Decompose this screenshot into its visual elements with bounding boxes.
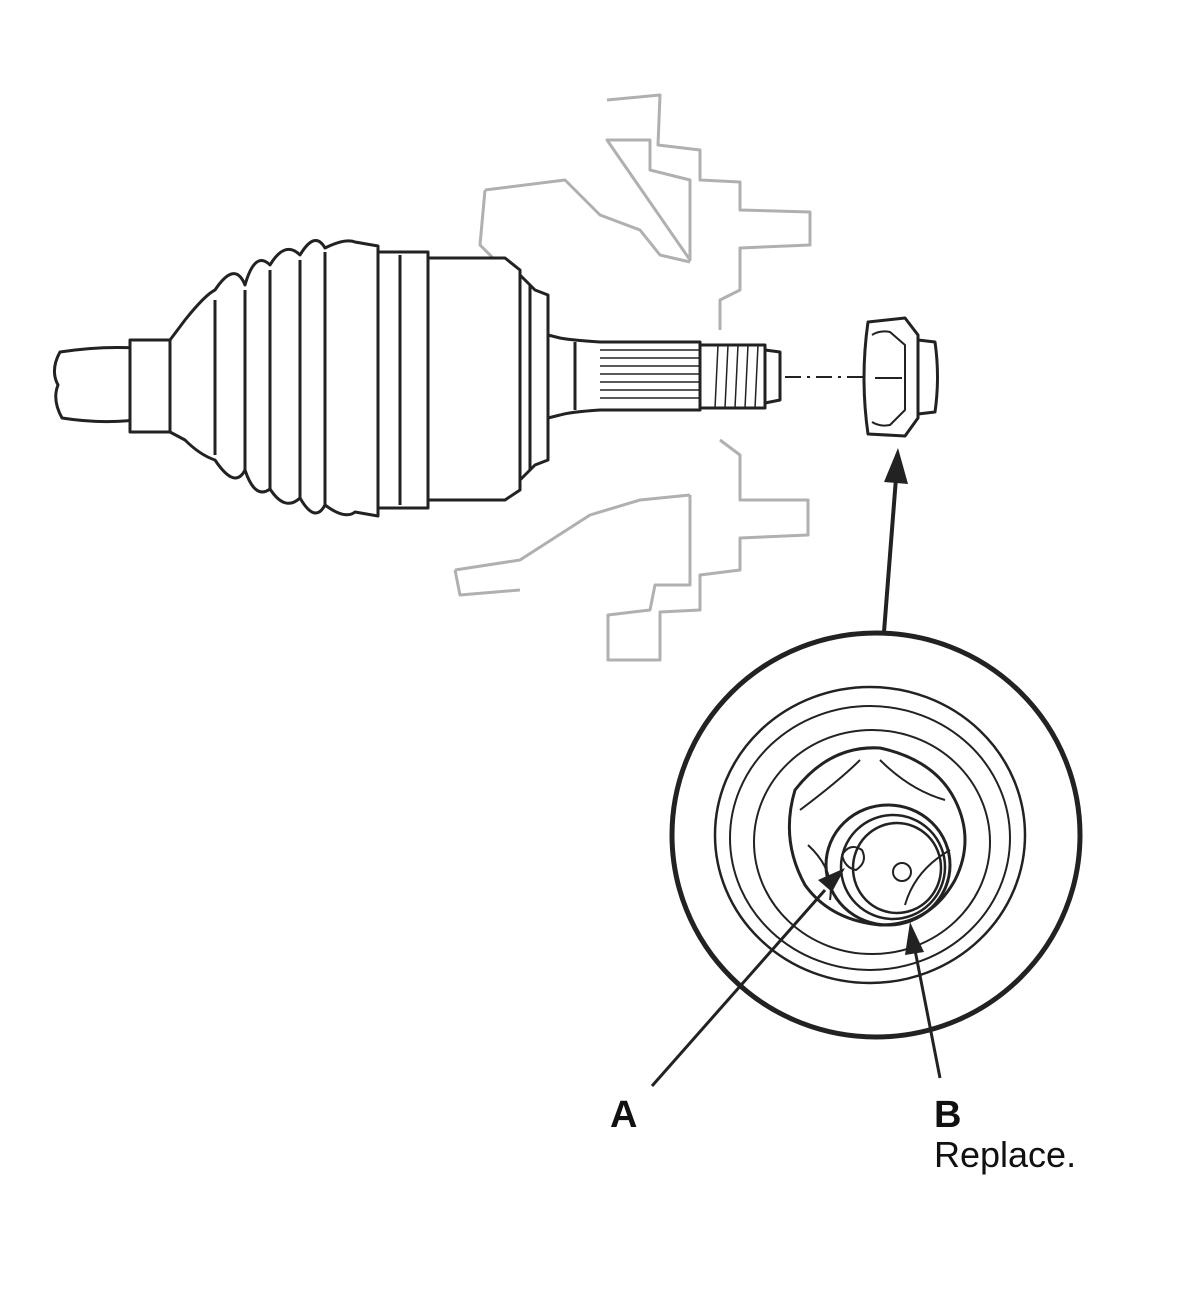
shaft-stub [53, 346, 137, 424]
boot-clamp-outer [376, 250, 430, 510]
spindle [546, 333, 702, 420]
leader-b [905, 922, 942, 1079]
thread-lines [714, 344, 759, 409]
callout-a-label: A [610, 1094, 638, 1136]
spline-lines [600, 349, 700, 399]
cv-boot [168, 239, 380, 518]
detail-arrow [882, 448, 908, 633]
staking-point [841, 845, 865, 871]
boot-clamp-inner [128, 338, 172, 434]
shaft-end [851, 821, 943, 915]
detail-border [669, 630, 1083, 1040]
leader-a [650, 868, 845, 1087]
callout-b-note: Replace. [934, 1134, 1077, 1175]
cv-joint-housing [426, 256, 522, 502]
callout-b-label: B [934, 1094, 962, 1136]
drive-shaft [53, 239, 782, 518]
nut-detail-view [669, 630, 1083, 1040]
spindle-nut [862, 316, 939, 438]
knuckle-outline [453, 93, 812, 662]
hex-nut-face [787, 746, 967, 927]
nut-collar [824, 803, 952, 927]
